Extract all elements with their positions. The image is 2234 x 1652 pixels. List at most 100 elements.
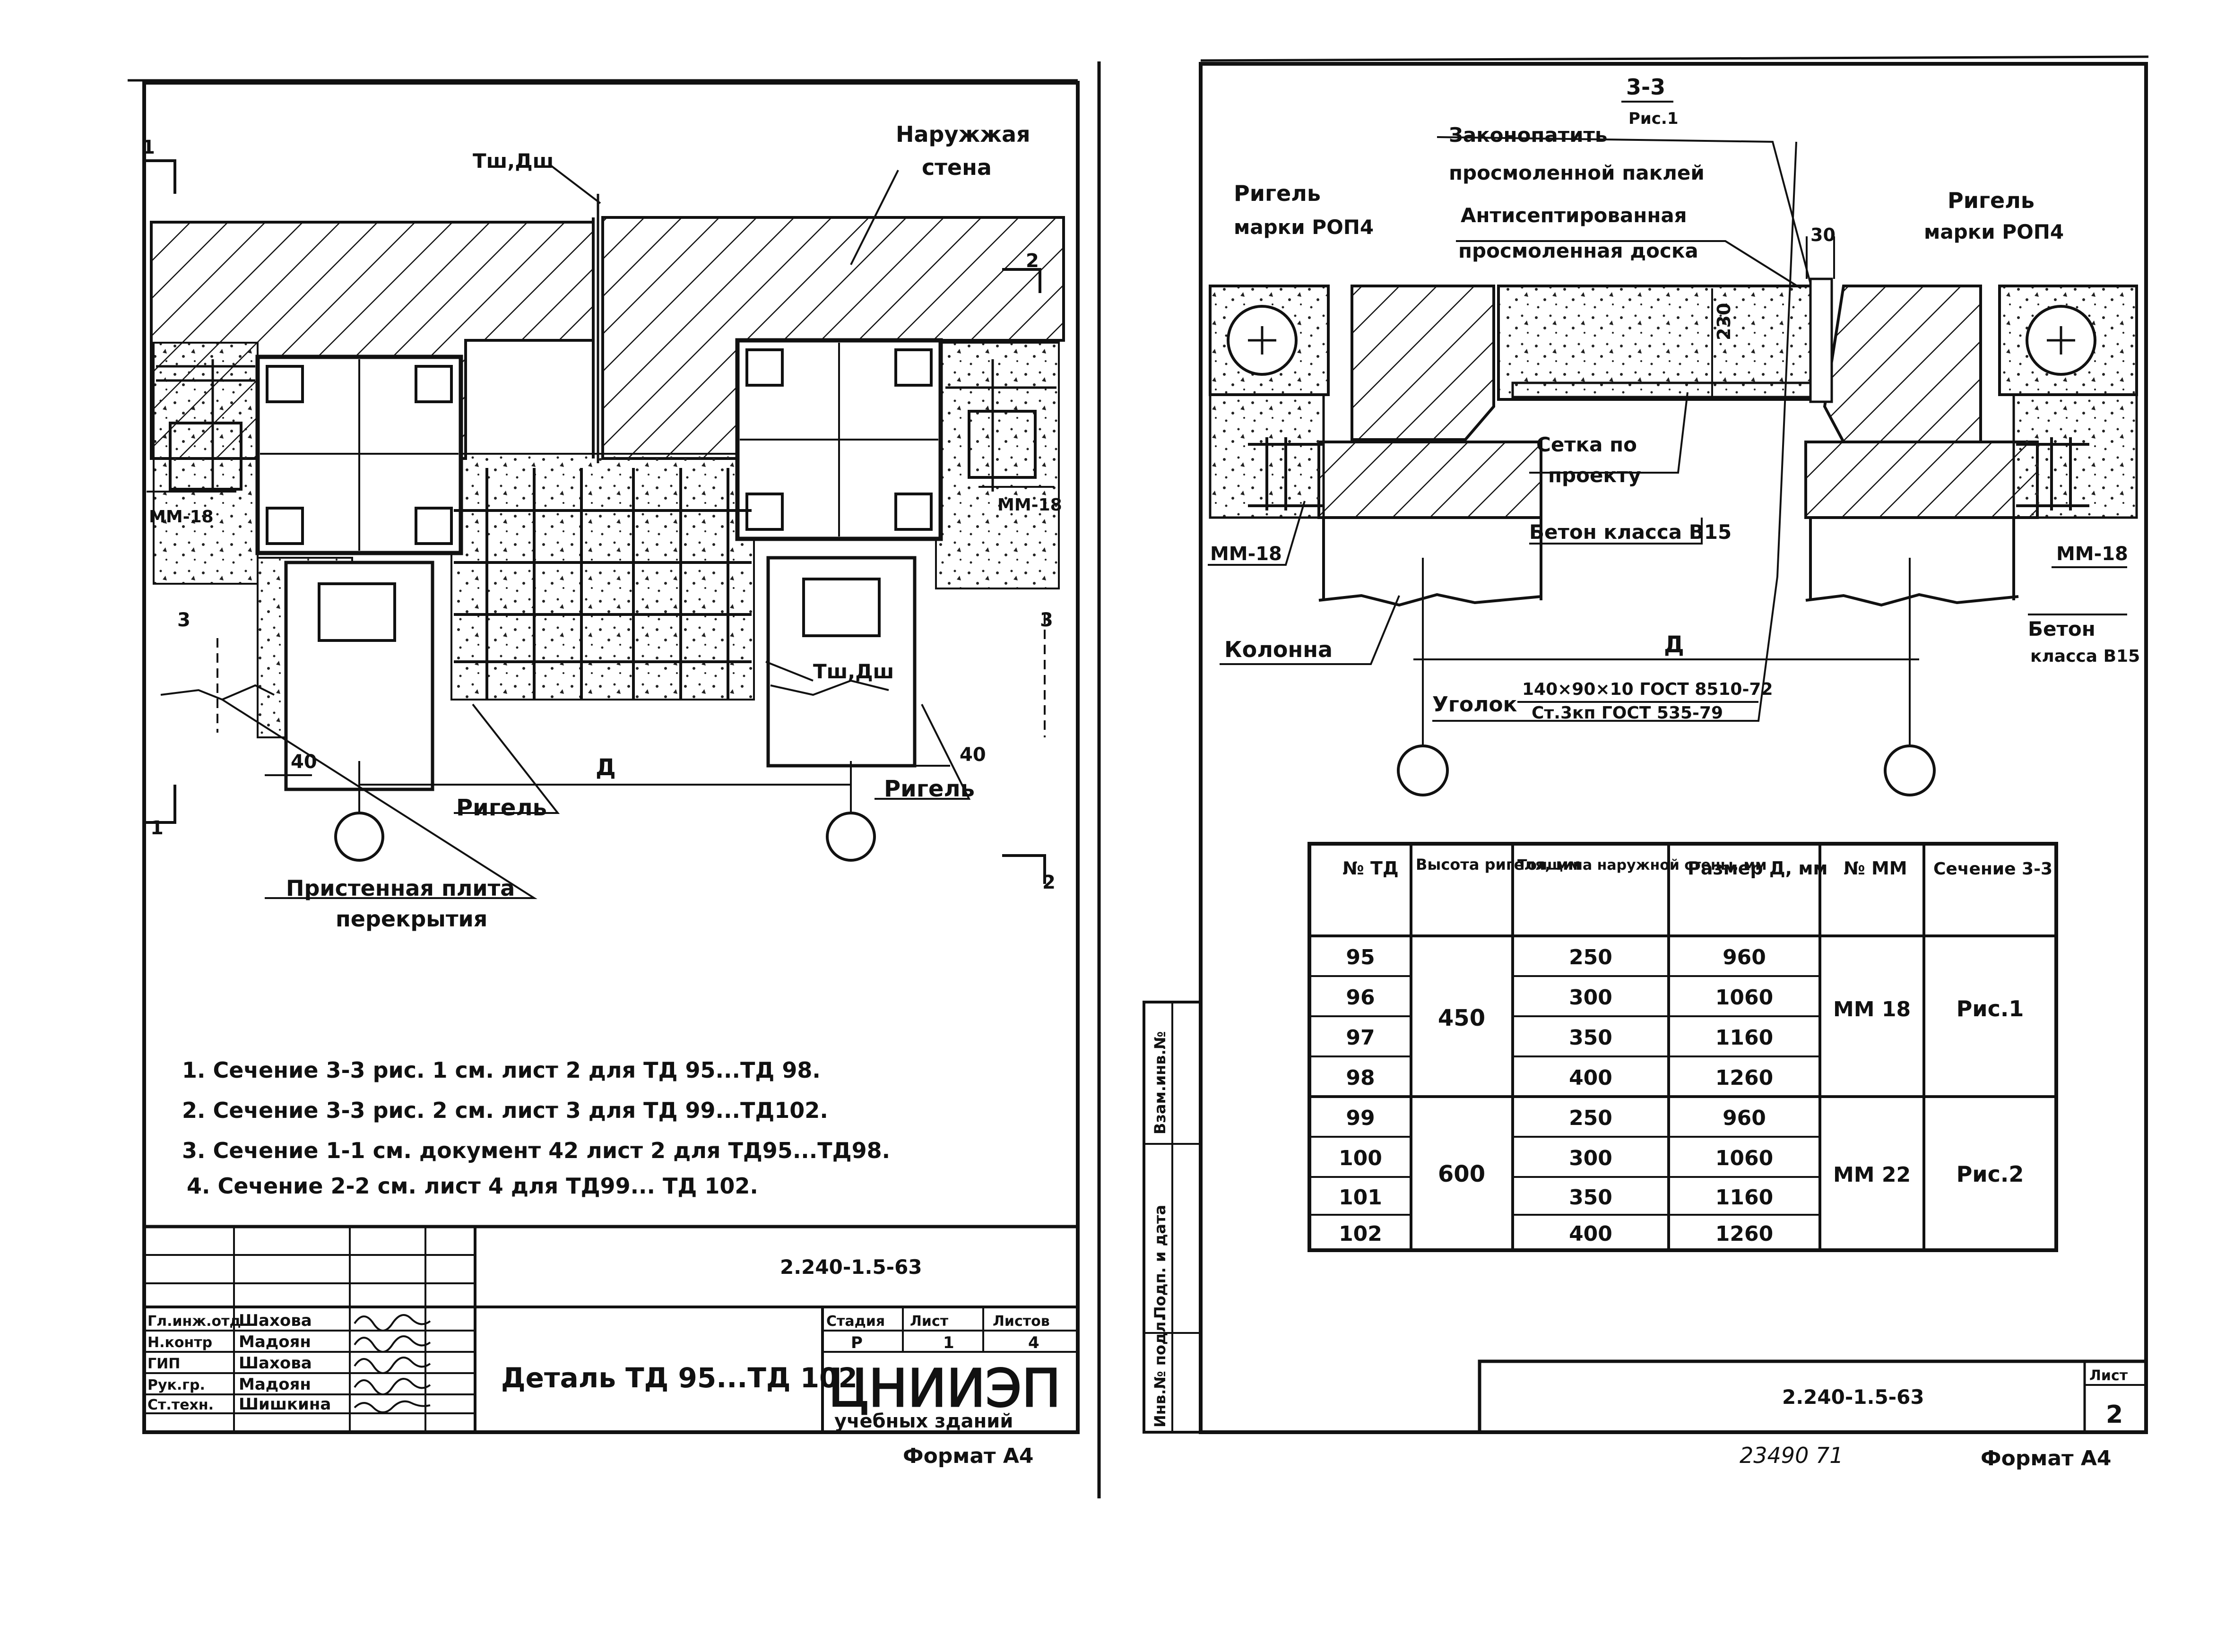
group2-section: Рис.2 (1957, 1161, 2024, 1187)
staff-rows: Гл.инж.отд Шахова Н.контр Мадоян ГИП Шах… (147, 1311, 331, 1414)
axis-bubble-left (334, 812, 384, 862)
td-100: 100 (1339, 1146, 1382, 1170)
column-left (255, 355, 463, 555)
stage-header: Стадия (826, 1313, 885, 1330)
mm18-label-left: ММ-18 (149, 507, 214, 527)
section-title: 3-3 (1626, 74, 1665, 100)
right-sheet-label: Лист (2089, 1367, 2128, 1384)
right-sheet-number: 2 (2106, 1401, 2123, 1429)
note-3: 3. Сечение 1-1 см. документ 42 лист 2 дл… (182, 1138, 890, 1163)
staff-name-5: Шишкина (239, 1395, 331, 1414)
hollow-slabs (1209, 285, 2138, 396)
column-right (735, 338, 943, 541)
section-2-bottom: 2 (1042, 872, 1056, 893)
dim-d-label: Д (596, 754, 616, 781)
group1-section: Рис.1 (1957, 996, 2024, 1021)
sheets-header: Листов (993, 1313, 1050, 1330)
d-100: 1060 (1715, 1146, 1773, 1170)
th-section: Сечение 3-3 (1933, 859, 2052, 879)
rigel-right-label-1: Ригель (1948, 188, 2035, 213)
note-2: 2. Сечение 3-3 рис. 2 см. лист 3 для ТД … (182, 1098, 828, 1123)
wall-101: 350 (1569, 1185, 1612, 1210)
beton-right-label-1: Бетон (2028, 617, 2095, 640)
group1-mm: ММ 18 (1833, 997, 1911, 1021)
staff-role-2: Н.контр (147, 1334, 212, 1351)
stamp-inv: Инв.№ подл. (1151, 1316, 1169, 1427)
axis-bubble-right-2 (1884, 744, 1936, 796)
td-99: 99 (1346, 1106, 1375, 1130)
wall-96: 300 (1569, 986, 1612, 1010)
td-98: 98 (1346, 1066, 1375, 1090)
mm18-right-right: ММ-18 (2056, 543, 2128, 565)
angle-spec-top: 140×90×10 ГОСТ 8510-72 (1522, 680, 1773, 699)
section-3-left: 3 (177, 609, 190, 631)
columns-section (1318, 518, 2019, 607)
plate-label-2: перекрытия (336, 906, 487, 932)
caulk-label-2: просмоленной паклей (1449, 161, 1705, 184)
rigel-beams (284, 556, 917, 791)
staff-role-5: Ст.техн. (147, 1397, 214, 1413)
note-1: 1. Сечение 3-3 рис. 1 см. лист 2 для ТД … (182, 1057, 821, 1083)
td-101: 101 (1339, 1185, 1382, 1210)
table-body: 95 250 960 96 300 1060 97 350 1160 98 40… (1339, 945, 2024, 1246)
group1-height: 450 (1438, 1005, 1485, 1031)
d-97: 1160 (1715, 1026, 1773, 1050)
tsh-label-top: Тш,Дш (473, 149, 554, 173)
signatures (354, 1314, 431, 1413)
td-95: 95 (1346, 945, 1375, 969)
wall-99: 250 (1569, 1106, 1612, 1130)
mesh-label-1: Сетка по (1536, 433, 1637, 456)
dim-30-label: 30 (1810, 225, 1836, 245)
mm18-label-right: ММ-18 (997, 495, 1062, 515)
sheets-value: 4 (1028, 1333, 1039, 1352)
column-label: Колонна (1224, 637, 1333, 662)
rigel-label-right: Ригель (884, 776, 975, 802)
staff-role-3: ГИП (147, 1356, 180, 1372)
notes: 1. Сечение 3-3 рис. 1 см. лист 2 для ТД … (182, 1057, 890, 1199)
axis-bubble-right (826, 812, 876, 862)
stage-value: Р (851, 1333, 863, 1352)
caulk-label-1: Законопатить (1449, 123, 1607, 147)
rigel-left-label-2: марки РОП4 (1234, 216, 1374, 239)
outer-wall-label-2: стена (922, 155, 992, 180)
outer-wall-label-1: Наружжая (896, 121, 1030, 147)
wall-100: 300 (1569, 1146, 1612, 1170)
th-height: Высота ригеля, мм (1416, 856, 1581, 874)
d-98: 1260 (1715, 1066, 1773, 1090)
mesh-label-2: проекту (1548, 464, 1641, 487)
section-markers (144, 159, 1046, 884)
wall-98: 400 (1569, 1066, 1612, 1090)
section-2-top: 2 (1026, 250, 1039, 272)
table-headers: № ТД Высота ригеля, мм Толщина наружной … (1342, 856, 2052, 879)
leader-lines (147, 164, 1054, 899)
left-sheet: Наружжая стена Тш,Дш Тш,Дш ММ-18 ММ-18 Р… (128, 61, 1101, 1498)
staff-name-1: Шахова (239, 1311, 312, 1330)
side-stamp (1143, 1001, 1202, 1434)
section-subtitle: Рис.1 (1628, 109, 1678, 128)
d-95: 960 (1723, 945, 1766, 969)
org-subtitle: учебных зданий (834, 1410, 1013, 1432)
rigel-right-label-2: марки РОП4 (1924, 220, 2064, 243)
angle-label: Уголок (1432, 692, 1517, 717)
sheet-header: Лист (910, 1313, 949, 1330)
th-size-d: Размер Д, мм (1688, 858, 1827, 879)
spec-table (1307, 842, 2058, 1252)
plate-label-1: Пристенная плита (286, 875, 515, 901)
wall-102: 400 (1569, 1222, 1612, 1246)
left-title-block (142, 1225, 1080, 1434)
rebar-mm (1248, 437, 2089, 510)
section-3-right: 3 (1040, 609, 1053, 631)
right-sheet: 3-3 Рис.1 (1143, 55, 2149, 1470)
dim-40-right: 40 (960, 744, 986, 766)
wall-97: 350 (1569, 1026, 1612, 1050)
left-sheet-title: Деталь ТД 95...ТД 102 (501, 1362, 857, 1394)
board-infill (1497, 277, 1833, 403)
group2-height: 600 (1438, 1161, 1485, 1187)
d-102: 1260 (1715, 1222, 1773, 1246)
d-99: 960 (1723, 1106, 1766, 1130)
staff-role-4: Рук.гр. (147, 1377, 205, 1393)
right-title-block (1478, 1359, 2148, 1434)
td-102: 102 (1339, 1222, 1382, 1246)
dim-40-left: 40 (291, 751, 317, 773)
